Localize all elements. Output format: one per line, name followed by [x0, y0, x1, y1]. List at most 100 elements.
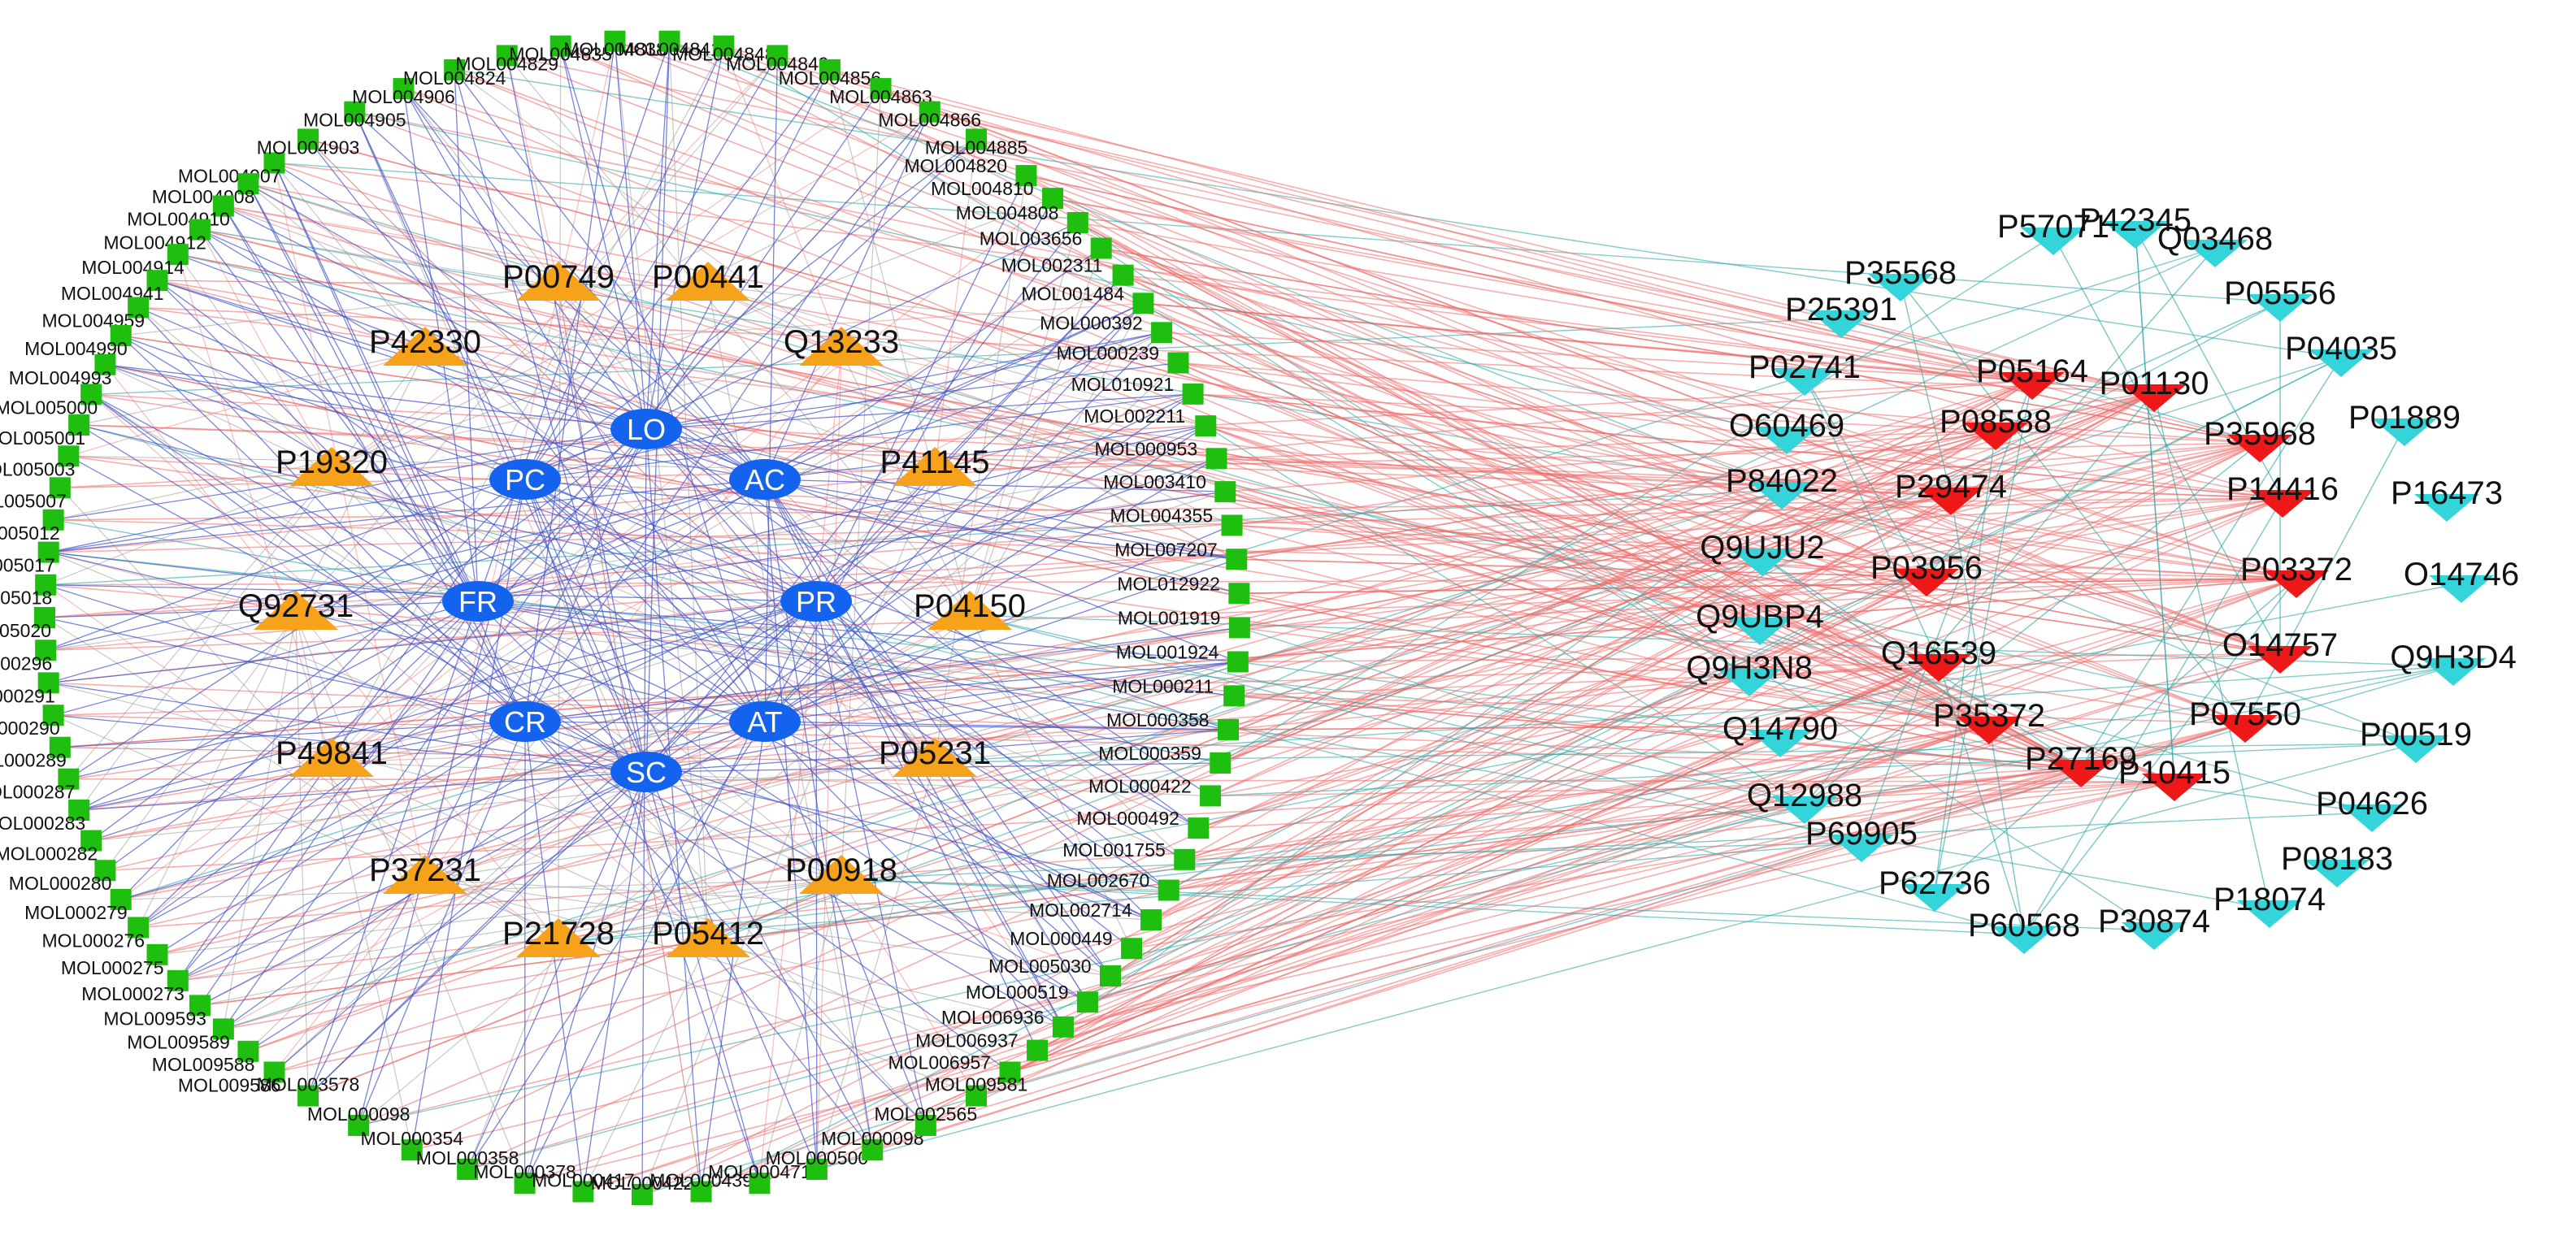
molecule-node[interactable]: MOL005030	[988, 956, 1122, 987]
outer-target-node[interactable]: P05164	[1976, 353, 2088, 400]
outer-target-node[interactable]: P03372	[2240, 552, 2352, 598]
molecule-node[interactable]: MOL000279	[24, 888, 132, 923]
molecule-node[interactable]: MOL004914	[81, 244, 189, 278]
molecule-node[interactable]: MOL007207	[1114, 539, 1248, 570]
inner-target-node[interactable]: P05412	[652, 916, 764, 957]
outer-target-node[interactable]: P62736	[1879, 865, 1991, 912]
outer-target-node[interactable]: P27169	[2025, 741, 2137, 787]
molecule-node[interactable]: MOL003410	[1103, 471, 1236, 503]
outer-target-node[interactable]: P42345	[2079, 202, 2192, 249]
molecule-node[interactable]: MOL004849	[726, 45, 829, 74]
molecule-node[interactable]: MOL002670	[1047, 870, 1179, 901]
molecule-node[interactable]: MOL000422	[1088, 775, 1222, 807]
molecule-node[interactable]: MOL004866	[878, 101, 981, 131]
molecule-node[interactable]: MOL002311	[1001, 255, 1134, 286]
molecule-node[interactable]: MOL005000	[0, 384, 102, 418]
outer-target-node[interactable]: P18074	[2213, 882, 2326, 928]
outer-target-node[interactable]: P25391	[1785, 292, 1897, 338]
molecule-node[interactable]: MOL009581	[925, 1074, 1028, 1107]
molecule-node[interactable]: MOL005003	[0, 445, 80, 479]
molecule-node[interactable]: MOL005018	[0, 574, 57, 609]
outer-target-node[interactable]: P05556	[2224, 275, 2336, 322]
molecule-node[interactable]: MOL000392	[1040, 312, 1173, 344]
molecule-node[interactable]: MOL001919	[1118, 607, 1250, 639]
molecule-node[interactable]: MOL000449	[1010, 928, 1143, 960]
molecule-node[interactable]: MOL000500	[766, 1147, 869, 1180]
molecule-node[interactable]: MOL004824	[403, 59, 506, 89]
molecule-node[interactable]: MOL000358	[416, 1147, 519, 1180]
molecule-node[interactable]: MOL000359	[1098, 743, 1232, 774]
molecule-node[interactable]: MOL005017	[0, 541, 59, 576]
molecule-node[interactable]: MOL004885	[925, 128, 1028, 158]
molecule-node[interactable]: MOL010921	[1071, 374, 1204, 405]
outer-target-node[interactable]: O14757	[2222, 627, 2338, 674]
molecule-node[interactable]: MOL003578	[257, 1074, 360, 1107]
outer-target-node[interactable]: P02741	[1748, 349, 1861, 396]
outer-target-node[interactable]: Q12988	[1747, 778, 1862, 824]
inner-target-node[interactable]: P49841	[276, 735, 388, 777]
outer-target-node[interactable]: Q9UBP4	[1696, 599, 1824, 645]
outer-target-node[interactable]: P84022	[1726, 463, 1838, 509]
molecule-node[interactable]: MOL000239	[1056, 343, 1189, 374]
molecule-node[interactable]: MOL006936	[941, 1007, 1074, 1038]
molecule-node[interactable]: MOL009589	[127, 1018, 234, 1052]
herb-node[interactable]: FR	[442, 581, 514, 622]
molecule-node[interactable]: MOL002211	[1084, 405, 1217, 437]
molecule-node[interactable]: MOL004808	[956, 202, 1088, 233]
molecule-node[interactable]: MOL004863	[829, 78, 932, 107]
outer-target-node[interactable]: O60469	[1729, 408, 1844, 454]
outer-target-node[interactable]: P60568	[1968, 908, 2080, 954]
outer-target-node[interactable]: P35568	[1844, 255, 1957, 301]
outer-target-node[interactable]: Q9H3N8	[1686, 650, 1813, 696]
herb-node[interactable]: AT	[729, 701, 801, 742]
molecule-node[interactable]: MOL001484	[1021, 283, 1154, 314]
outer-target-node[interactable]: P69905	[1805, 816, 1918, 862]
outer-target-node[interactable]: P04035	[2285, 331, 2397, 377]
molecule-node[interactable]: MOL012922	[1117, 573, 1250, 605]
molecule-node[interactable]: MOL000439	[649, 1170, 753, 1203]
molecule-node[interactable]: MOL009586	[178, 1061, 285, 1095]
herb-node[interactable]: PR	[780, 581, 852, 622]
inner-target-node[interactable]: P00918	[785, 852, 897, 894]
outer-target-node[interactable]: Q9UJU2	[1700, 530, 1825, 576]
molecule-node[interactable]: MOL000098	[307, 1103, 411, 1136]
molecule-node[interactable]: MOL004903	[257, 128, 360, 158]
outer-target-node[interactable]: P14416	[2226, 471, 2339, 518]
outer-target-node[interactable]: P30874	[2098, 904, 2210, 950]
molecule-node[interactable]: MOL000283	[0, 800, 90, 834]
outer-target-node[interactable]: O14746	[2404, 557, 2519, 603]
molecule-node[interactable]: MOL000519	[966, 982, 1098, 1013]
herb-node[interactable]: SC	[610, 752, 682, 792]
molecule-node[interactable]: MOL000354	[360, 1128, 463, 1161]
molecule-node[interactable]: MOL004910	[127, 195, 234, 230]
molecule-node[interactable]: MOL000211	[1112, 675, 1245, 707]
outer-target-node[interactable]: P10415	[2118, 755, 2231, 801]
molecule-node[interactable]: MOL001924	[1116, 641, 1249, 673]
outer-target-node[interactable]: P35968	[2204, 416, 2316, 462]
molecule-node[interactable]: MOL000276	[42, 917, 150, 951]
herb-node[interactable]: PC	[489, 459, 561, 500]
molecule-node[interactable]: MOL004841	[618, 30, 721, 60]
molecule-node[interactable]: MOL004355	[1110, 505, 1243, 536]
molecule-node[interactable]: MOL004820	[904, 155, 1037, 187]
inner-target-node[interactable]: Q13233	[784, 324, 899, 366]
molecule-node[interactable]: MOL000422	[591, 1173, 694, 1205]
molecule-node[interactable]: MOL004848	[672, 35, 775, 65]
outer-target-node[interactable]: P04626	[2316, 786, 2428, 832]
molecule-node[interactable]: MOL004907	[178, 152, 285, 187]
molecule-node[interactable]: MOL006937	[915, 1030, 1049, 1061]
inner-target-node[interactable]: P00749	[502, 259, 615, 301]
outer-target-node[interactable]: P08183	[2281, 841, 2393, 887]
inner-target-node[interactable]: P37231	[369, 852, 481, 894]
molecule-node[interactable]: MOL000098	[821, 1128, 924, 1161]
outer-target-node[interactable]: Q16539	[1881, 635, 1996, 682]
molecule-node[interactable]: MOL000492	[1076, 808, 1210, 839]
outer-target-node[interactable]: P07550	[2189, 696, 2301, 743]
molecule-node[interactable]: MOL002565	[875, 1103, 978, 1136]
inner-target-node[interactable]: P19320	[276, 444, 388, 486]
inner-target-node[interactable]: P42330	[369, 324, 481, 366]
inner-target-node[interactable]: P05231	[879, 735, 991, 777]
molecule-node[interactable]: MOL000953	[1095, 438, 1227, 470]
molecule-node[interactable]: MOL000280	[9, 860, 116, 894]
molecule-node[interactable]: MOL000289	[0, 736, 71, 771]
